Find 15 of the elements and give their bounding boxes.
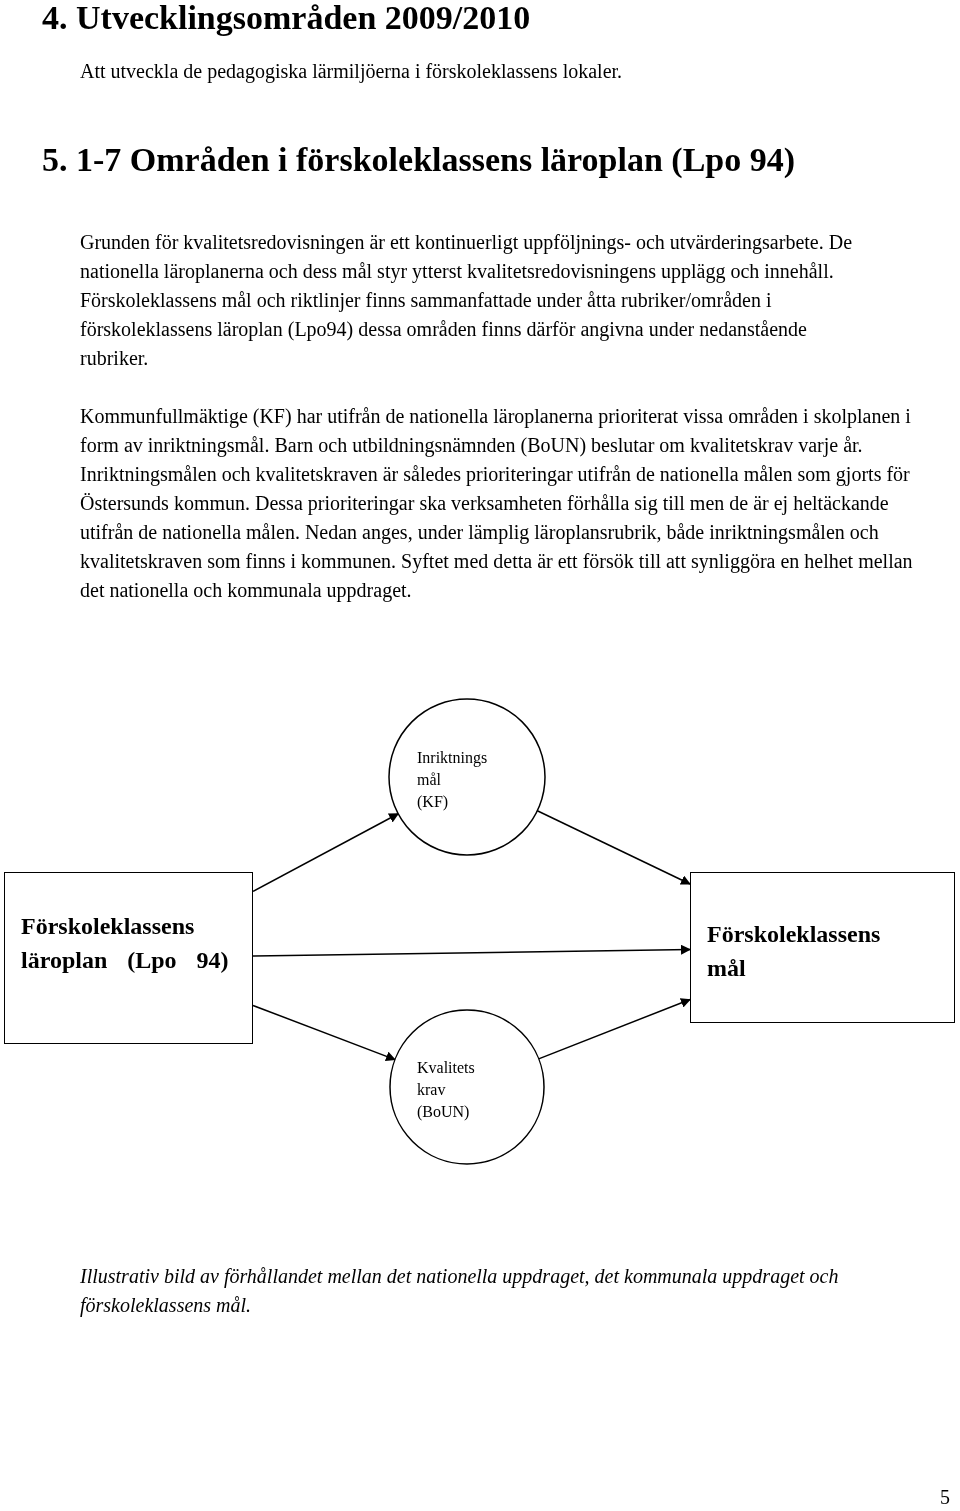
process-box: Förskoleklassens mål <box>690 872 955 1023</box>
arrow <box>252 944 691 957</box>
arrow <box>536 810 691 885</box>
process-box: Förskoleklassens läroplan (Lpo 94) <box>4 872 253 1044</box>
arrow <box>252 813 400 893</box>
arrow <box>252 1004 396 1062</box>
section-heading: 4. Utvecklingsområden 2009/2010 <box>42 0 532 38</box>
paragraph: Grunden för kvalitetsredovisningen är ett kontinuerligt uppföljnings- och utvärderingsarbete. De nationella läroplanerna och dess mål styr ytterst kvalitetsredovisningens upplägg och innehåll. Förskoleklassens mål och riktlinjer finns sammanfattade under åtta rubriker/områden i förskoleklassens läroplan (Lpo94) dessa områden finns därför angivna under nedanstående rubriker. <box>80 230 853 371</box>
caption: Illustrativ bild av förhållandet mellan det nationella uppdraget, det kommunala uppdraget och förskoleklassens mål. <box>80 1264 840 1319</box>
paragraph: Kommunfullmäktige (KF) har utifrån de nationella läroplanerna prioriterat vissa områden i skolplanen i form av inriktningsmål. Barn och utbildningsnämnden (BoUN) beslutar om kvalitetskrav varje år. Inriktningsmålen och kvalitetskraven är således prioriteringar utifrån de nationella målen som gjorts för Östersunds kommun. Dessa prioriteringar ska verksamheten förhålla sig till men de är ej heltäckande utifrån de nationella målen. Nedan anges, under lämplig läroplansrubrik, både inriktningsmålen och kvalitetskraven som finns i kommunen. Syftet med detta är ett försök till att synliggöra en helhet mellan det nationella och kommunala uppdraget. <box>80 404 914 604</box>
body-text: Att utveckla de pedagogiska lärmiljöerna i förskoleklassens lokaler. <box>80 59 624 84</box>
node-label: Kvalitets krav (BoUN) <box>417 1058 476 1123</box>
node-label: Inriktnings mål (KF) <box>417 748 489 813</box>
section-heading: 5. 1-7 Områden i förskoleklassens läroplan (Lpo 94) <box>42 140 797 180</box>
page-number: 5 <box>940 1485 951 1510</box>
